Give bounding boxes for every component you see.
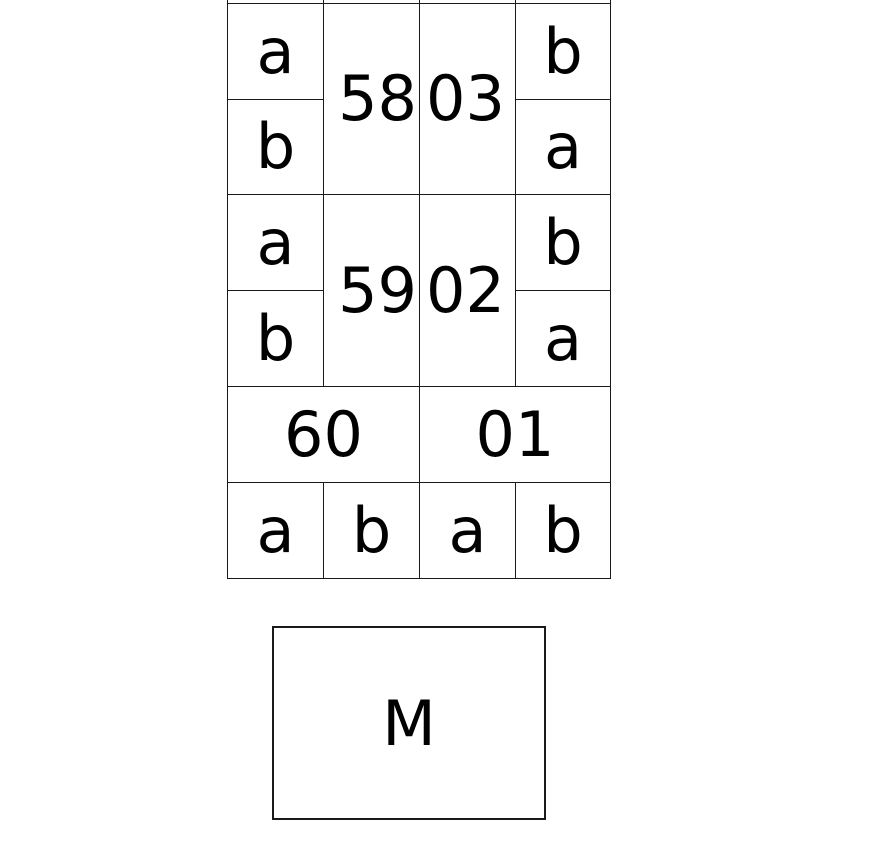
block2-left-bottom-label: b (255, 301, 296, 375)
wide-row-right-label: 01 (475, 397, 555, 471)
block1-right-top-cell: b (515, 3, 611, 100)
block2-center-right-cell: 02 (419, 194, 516, 387)
block2-right-top-cell: b (515, 194, 611, 291)
m-box-label: M (382, 686, 436, 760)
bottom-row-label-3: a (448, 493, 487, 567)
bottom-row-cell-3: a (419, 482, 516, 579)
block1-left-top-cell: a (227, 3, 324, 100)
block1-center-left-label: 58 (338, 62, 417, 135)
m-box: M (272, 626, 546, 820)
block1-center-right-label: 03 (426, 62, 505, 135)
block1-center-left-cell: 58 (323, 3, 420, 195)
bottom-row-cell-1: a (227, 482, 324, 579)
block1-left-bottom-cell: b (227, 99, 324, 195)
bottom-row-label-1: a (256, 493, 295, 567)
block2-right-bottom-cell: a (515, 290, 611, 387)
block2-left-top-cell: a (227, 194, 324, 291)
wide-row-left-label: 60 (284, 397, 363, 471)
block2-center-left-cell: 59 (323, 194, 420, 387)
block1-right-bottom-label: a (544, 110, 582, 183)
block1-left-top-label: a (256, 14, 295, 88)
block2-center-right-label: 02 (426, 253, 505, 327)
bottom-row-label-2: b (351, 493, 392, 567)
block2-center-left-label: 59 (338, 253, 417, 327)
diagram-grid: a b 58 03 b a a b 59 02 b a 60 01 a b (227, 0, 611, 579)
block2-right-top-label: b (543, 205, 583, 279)
block1-right-top-label: b (543, 14, 583, 88)
bottom-row-cell-4: b (515, 482, 611, 579)
block2-right-bottom-label: a (544, 301, 582, 375)
block1-center-right-cell: 03 (419, 3, 516, 195)
wide-row-left-cell: 60 (227, 386, 420, 483)
block1-right-bottom-cell: a (515, 99, 611, 195)
block1-left-bottom-label: b (255, 110, 296, 183)
bottom-row-cell-2: b (323, 482, 420, 579)
block2-left-top-label: a (256, 205, 295, 279)
bottom-row-label-4: b (543, 493, 583, 567)
wide-row-right-cell: 01 (419, 386, 611, 483)
block2-left-bottom-cell: b (227, 290, 324, 387)
